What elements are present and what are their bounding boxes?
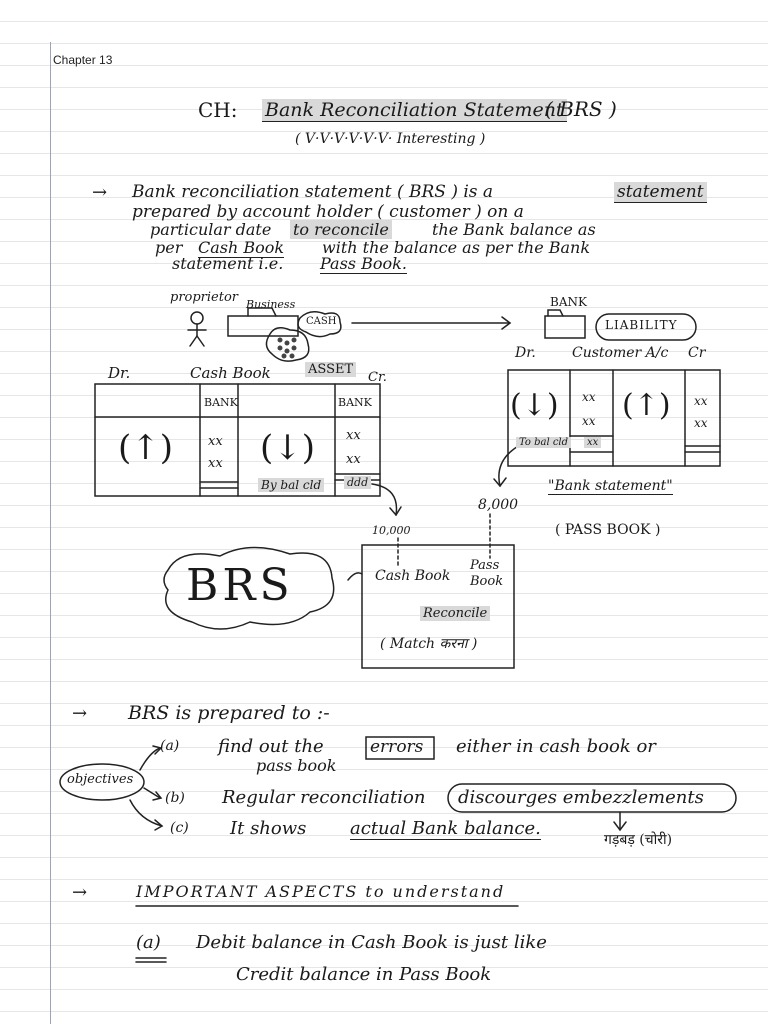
cashbook-bank-col-cr: BANK: [338, 396, 372, 409]
definition-line-1: Bank reconciliation statement ( BRS ) is…: [132, 182, 494, 202]
objective-a-errors: errors: [370, 737, 424, 757]
customer-xx-3: xx: [584, 437, 602, 448]
objective-c-marker: (c): [170, 820, 189, 836]
objective-a-marker: (a): [160, 738, 180, 754]
cashbook-bank-col-dr: BANK: [204, 396, 238, 409]
cashbook-xx-4: xx: [346, 452, 361, 467]
customer-xx-5: xx: [694, 416, 708, 430]
business-label: Business: [246, 298, 296, 311]
chapter-label: Chapter 13: [53, 53, 113, 67]
definition-per: per: [155, 238, 183, 257]
objective-c-actual-balance: actual Bank balance.: [350, 818, 541, 840]
definition-cash-book: Cash Book: [198, 238, 285, 258]
customer-up-arrow: (↑): [622, 388, 671, 423]
cashbook-cr: Cr.: [368, 370, 387, 385]
customer-down-arrow: (↓): [510, 388, 559, 423]
aspect-a-line-1: Debit balance in Cash Book is just like: [196, 932, 547, 953]
pass-book-caption: ( PASS BOOK ): [555, 522, 661, 538]
bank-label: BANK: [550, 295, 587, 309]
definition-to-reconcile: to reconcile: [290, 220, 392, 239]
objectives-intro: BRS is prepared to :-: [128, 702, 330, 724]
customer-xx-2: xx: [582, 414, 596, 428]
ddd-label: ddd: [344, 476, 372, 489]
cashbook-xx-1: xx: [208, 434, 223, 449]
match-label: ( Match करना ): [380, 636, 478, 652]
cashbook-title: Cash Book: [190, 364, 271, 382]
recon-cash-book: Cash Book: [375, 568, 451, 584]
objective-a-text-3: pass book: [256, 756, 337, 775]
amount-10000: 10,000: [372, 524, 411, 537]
objective-b-marker: (b): [165, 790, 185, 806]
objective-c-text: It shows: [230, 818, 307, 839]
definition-line-2: prepared by account holder ( customer ) …: [132, 202, 524, 222]
page-title: Bank Reconciliation Statement: [262, 99, 567, 122]
definition-pass-book: Pass Book.: [320, 254, 407, 274]
customer-xx-4: xx: [694, 394, 708, 408]
cashbook-dr: Dr.: [108, 364, 131, 382]
proprietor-label: proprietor: [170, 290, 239, 305]
definition-statement: statement: [614, 182, 707, 203]
liability-label: LIABILITY: [605, 318, 678, 332]
objective-a-text-2: either in cash book or: [456, 736, 656, 757]
objective-b-note: गड़बड़ (चोरी): [604, 832, 673, 848]
aspect-a-line-2: Credit balance in Pass Book: [236, 964, 492, 985]
amount-8000: 8,000: [478, 497, 519, 513]
brs-cloud-text: BRS: [186, 560, 294, 611]
margin-line: [50, 42, 51, 1024]
definition-statement-ie: statement i.e.: [172, 254, 284, 273]
recon-pass-book: Pass Book: [470, 558, 504, 589]
aspects-arrow: →: [72, 882, 88, 903]
title-prefix: CH:: [198, 98, 238, 122]
objectives-label: objectives: [67, 772, 134, 787]
cashbook-up-arrow: (↑): [118, 428, 174, 468]
bank-statement-label: "Bank statement": [548, 478, 673, 495]
objective-a-text: find out the: [218, 736, 324, 757]
title-abbr: ( BRS ): [545, 97, 617, 121]
asset-label: ASSET: [305, 362, 357, 377]
cashbook-down-arrow: (↓): [260, 428, 316, 468]
definition-line-4: with the balance as per the Bank: [322, 238, 591, 257]
customer-xx-1: xx: [582, 390, 596, 404]
cashbook-xx-2: xx: [208, 456, 223, 471]
customer-ac-title: Customer A/c: [572, 345, 669, 361]
reconcile-label: Reconcile: [420, 606, 491, 621]
aspects-heading: IMPORTANT ASPECTS to understand: [136, 882, 506, 901]
objectives-intro-arrow: →: [72, 703, 88, 724]
cash-label: CASH: [306, 316, 337, 327]
customer-cr: Cr: [688, 345, 706, 361]
objective-b-oval: discourges embezzlements: [458, 787, 704, 808]
definition-arrow: →: [92, 182, 108, 203]
cashbook-xx-3: xx: [346, 428, 361, 443]
definition-particular-date: particular date: [150, 220, 272, 239]
customer-dr: Dr.: [515, 345, 536, 361]
title-subtitle: ( V·V·V·V·V·V· Interesting ): [295, 131, 486, 147]
aspect-a-marker: (a): [136, 932, 161, 953]
objective-b-text: Regular reconciliation: [222, 787, 426, 808]
definition-line-3: the Bank balance as: [432, 220, 596, 239]
to-bal-cld: To bal cld: [516, 437, 572, 448]
by-bal-cld: By bal cld: [258, 478, 325, 492]
